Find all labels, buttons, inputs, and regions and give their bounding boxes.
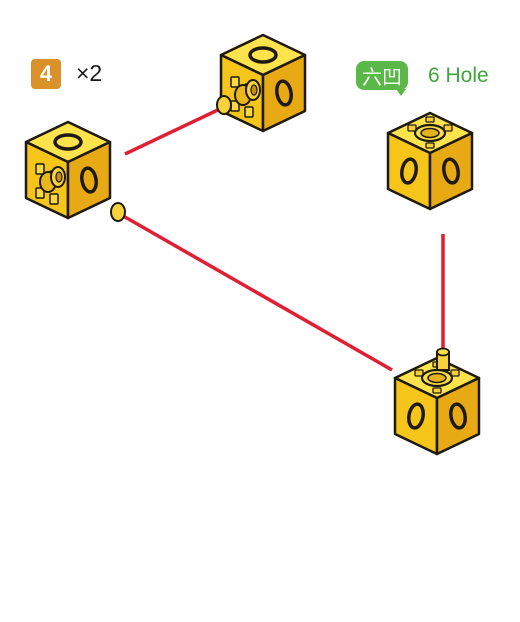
connector-line-diagonal [117, 211, 393, 372]
connector-cube-top [219, 33, 307, 133]
connector-line-top [124, 106, 223, 156]
hole-type-tag: 六凹 [356, 61, 408, 96]
hole-type-chinese: 六凹 [362, 65, 402, 89]
quantity-label: ×2 [76, 60, 103, 86]
connector-cube-left [24, 120, 112, 220]
pin-stub-icon [110, 95, 450, 371]
hole-type-label: 6 Hole [428, 64, 489, 87]
step-number-badge: 4 [31, 59, 61, 89]
six-hole-cube-bottom [393, 356, 481, 456]
six-hole-cube-top [386, 111, 474, 211]
connector-lines [117, 106, 445, 372]
